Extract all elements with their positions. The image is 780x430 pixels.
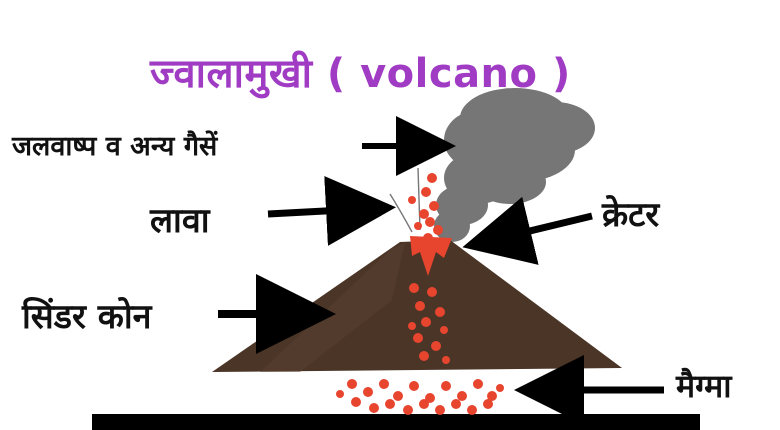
label-lava: लावा [150, 201, 210, 241]
magma-conduit [408, 283, 450, 364]
magma-chamber [336, 379, 504, 415]
label-magma: मैग्मा [676, 367, 732, 405]
label-crater: क्रेटर [602, 195, 660, 235]
ground-line [92, 414, 700, 430]
crater-lava [410, 236, 452, 276]
label-cinder-cone: सिंडर कोन [22, 297, 152, 337]
smoke-plume [434, 88, 595, 242]
label-gases: जलवाष्प व अन्य गैसें [12, 131, 218, 162]
diagram-title: ज्वालामुखी ( volcano ) [150, 51, 571, 97]
lava-droplets [408, 173, 443, 243]
crater-arrow [462, 196, 593, 265]
lava-arrow [267, 175, 396, 246]
